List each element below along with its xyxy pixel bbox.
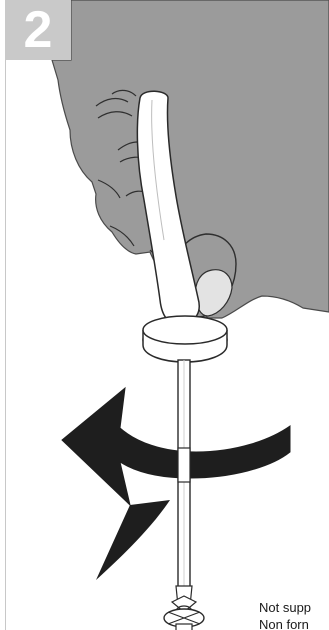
footnote-line-2: Non forn (259, 617, 309, 630)
footnote-text: Not supp Non forn (259, 599, 329, 630)
panel-border (5, 0, 6, 630)
screw-icon (163, 585, 205, 630)
step-number-badge: 2 (5, 0, 71, 60)
footnote-line-1: Not supp (259, 600, 312, 615)
rotation-arrow-icon (61, 386, 291, 580)
screwdriver-icon (136, 90, 228, 597)
